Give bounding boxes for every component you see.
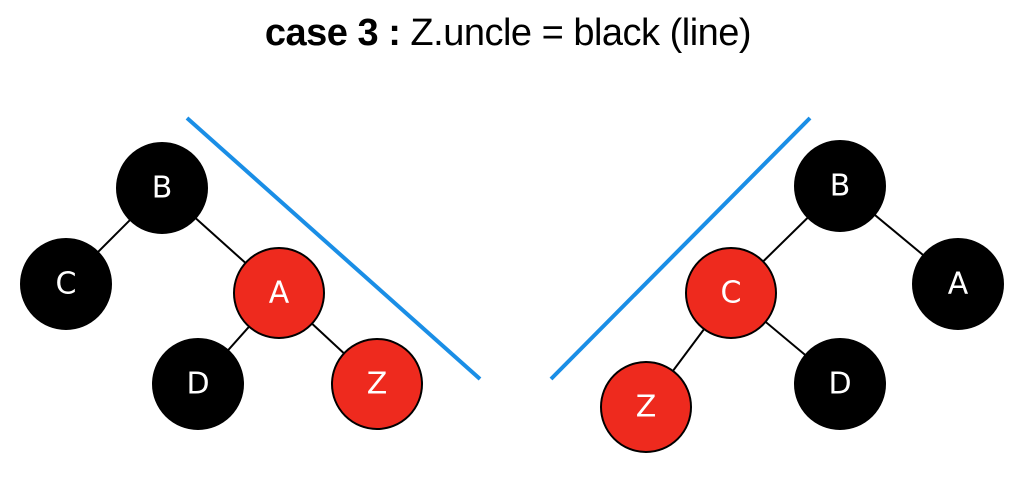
svg-text:C: C xyxy=(56,267,77,302)
node-Z-left: Z xyxy=(331,338,423,430)
node-B-right: B xyxy=(794,140,886,232)
page-title: case 3 : Z.uncle = black (line) xyxy=(0,12,1016,55)
node-D-right: D xyxy=(794,338,886,430)
title-condition: Z.uncle = black (line) xyxy=(410,12,752,54)
divider-line-right xyxy=(549,116,812,381)
left-tree-nodes: B C A D Z xyxy=(20,142,423,430)
svg-text:B: B xyxy=(152,171,173,206)
svg-text:A: A xyxy=(269,276,290,311)
svg-text:Z: Z xyxy=(636,390,657,425)
svg-text:B: B xyxy=(830,169,851,204)
svg-text:D: D xyxy=(186,367,209,402)
divider-line-left xyxy=(185,116,482,381)
svg-text:C: C xyxy=(721,276,742,311)
node-A-left: A xyxy=(233,247,325,339)
node-A-right: A xyxy=(912,238,1004,330)
svg-text:D: D xyxy=(828,367,851,402)
svg-text:Z: Z xyxy=(367,367,388,402)
node-D-left: D xyxy=(152,338,244,430)
title-case-label: case 3 : xyxy=(264,12,401,54)
node-C-left: C xyxy=(20,238,112,330)
node-C-right: C xyxy=(685,247,777,339)
node-Z-right: Z xyxy=(600,361,692,453)
node-B-left: B xyxy=(116,142,208,234)
right-tree-nodes: B C A Z D xyxy=(600,140,1004,453)
svg-text:A: A xyxy=(948,267,969,302)
